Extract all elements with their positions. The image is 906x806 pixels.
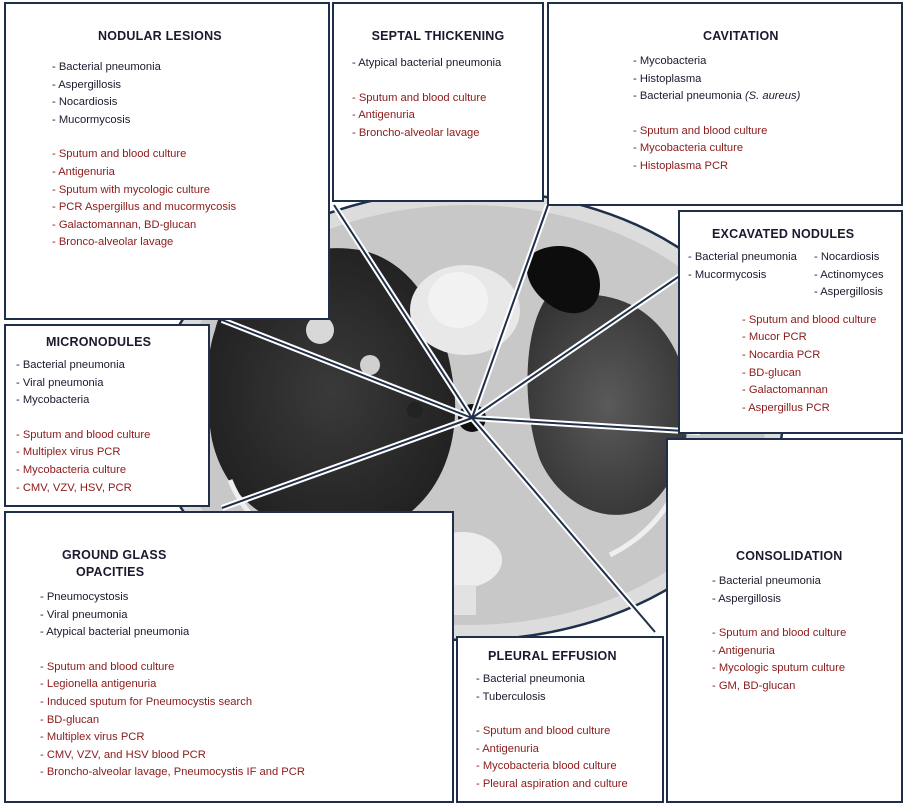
diagnosis-item: Tuberculosis: [476, 689, 662, 707]
test-item: Multiplex virus PCR: [16, 444, 208, 462]
test-item: Mycobacteria culture: [16, 462, 208, 480]
test-item: Broncho-alveolar lavage: [352, 125, 542, 143]
panel-title-line: GROUND GLASS: [62, 548, 167, 562]
test-item: Antigenuria: [52, 164, 328, 182]
test-item: Antigenuria: [352, 107, 542, 125]
test-item: Sputum and blood culture: [40, 659, 452, 677]
test-item: GM, BD-glucan: [712, 678, 901, 696]
test-item: Aspergillus PCR: [742, 400, 901, 418]
test-item: Mycologic sputum culture: [712, 660, 901, 678]
diagnosis-item: Pneumocystosis: [40, 589, 452, 607]
test-item: CMV, VZV, and HSV blood PCR: [40, 747, 452, 765]
diagnosis-item: Aspergillosis: [52, 77, 328, 95]
diagnosis-list: Bacterial pneumonia Viral pneumonia Myco…: [16, 357, 208, 410]
test-item: Broncho-alveolar lavage, Pneumocystis IF…: [40, 764, 452, 782]
diagnosis-item: Nocardiosis: [814, 249, 884, 267]
panel-consolidation: CONSOLIDATION Bacterial pneumonia Asperg…: [666, 438, 903, 803]
test-item: Bronco-alveolar lavage: [52, 234, 328, 252]
test-list: Sputum and blood culture Mucor PCR Nocar…: [742, 312, 901, 418]
diagnosis-item: Aspergillosis: [712, 591, 901, 609]
test-item: BD-glucan: [742, 365, 901, 383]
diagnosis-item: Bacterial pneumonia: [688, 249, 814, 267]
test-list: Sputum and blood culture Antigenuria Myc…: [476, 723, 662, 793]
diagnosis-list: Atypical bacterial pneumonia: [352, 55, 542, 73]
test-list: Sputum and blood culture Antigenuria Bro…: [352, 90, 542, 143]
test-item: Induced sputum for Pneumocystis search: [40, 694, 452, 712]
test-item: Sputum and blood culture: [712, 625, 901, 643]
test-item: Nocardia PCR: [742, 347, 901, 365]
test-item: Sputum with mycologic culture: [52, 182, 328, 200]
test-list: Sputum and blood culture Legionella anti…: [40, 659, 452, 782]
diagnosis-item: Aspergillosis: [814, 284, 884, 302]
cavity: [526, 246, 600, 314]
diagnosis-item: Atypical bacterial pneumonia: [352, 55, 542, 73]
test-list: Sputum and blood culture Mycobacteria cu…: [633, 123, 901, 176]
panel-title: SEPTAL THICKENING: [371, 29, 505, 43]
diagnosis-item: Bacterial pneumonia: [16, 357, 208, 375]
diagnosis-list: Bacterial pneumonia Aspergillosis Nocard…: [52, 59, 328, 129]
test-item: Sputum and blood culture: [352, 90, 542, 108]
organism-name: (S. aureus): [744, 90, 801, 103]
panel-title-line: OPACITIES: [76, 565, 145, 579]
diagnosis-list-right: Nocardiosis Actinomyces Aspergillosis: [814, 249, 884, 302]
panel-pleural-effusion: PLEURAL EFFUSION Bacterial pneumonia Tub…: [456, 636, 664, 803]
panel-title: NODULAR LESIONS: [98, 29, 222, 43]
panel-excavated-nodules: EXCAVATED NODULES Bacterial pneumonia Mu…: [678, 210, 903, 434]
diagnosis-list: Mycobacteria Histoplasma Bacterial pneum…: [633, 53, 901, 106]
panel-septal-thickening: SEPTAL THICKENING Atypical bacterial pne…: [332, 2, 544, 202]
panel-title: CONSOLIDATION: [736, 549, 843, 563]
test-item: Sputum and blood culture: [16, 427, 208, 445]
test-item: Mucor PCR: [742, 329, 901, 347]
test-item: Legionella antigenuria: [40, 676, 452, 694]
test-item: Mycobacteria culture: [633, 140, 901, 158]
test-item: BD-glucan: [40, 712, 452, 730]
diagnosis-item: Histoplasma: [633, 71, 901, 89]
diagnosis-item: Bacterial pneumonia: [476, 671, 662, 689]
panel-title: PLEURAL EFFUSION: [488, 649, 617, 663]
diagnosis-list: Bacterial pneumonia Tuberculosis: [476, 671, 662, 706]
test-item: Multiplex virus PCR: [40, 729, 452, 747]
panel-ground-glass-opacities: GROUND GLASS OPACITIES Pneumocystosis Vi…: [4, 511, 454, 803]
diagnosis-name: Bacterial pneumonia: [639, 90, 742, 103]
test-item: PCR Aspergillus and mucormycosis: [52, 199, 328, 217]
diagnosis-item: Nocardiosis: [52, 94, 328, 112]
diagnosis-item: Atypical bacterial pneumonia: [40, 624, 452, 642]
diagnosis-item: Mycobacteria: [633, 53, 901, 71]
test-item: Sputum and blood culture: [742, 312, 901, 330]
diagnosis-item: Bacterial pneumonia (S. aureus): [633, 88, 901, 106]
panel-title: GROUND GLASS OPACITIES: [62, 547, 452, 581]
test-item: Pleural aspiration and culture: [476, 776, 662, 794]
test-item: Galactomannan, BD-glucan: [52, 217, 328, 235]
test-item: Sputum and blood culture: [476, 723, 662, 741]
test-list: Sputum and blood culture Multiplex virus…: [16, 427, 208, 497]
panel-nodular-lesions: NODULAR LESIONS Bacterial pneumonia Aspe…: [4, 2, 330, 320]
panel-cavitation: CAVITATION Mycobacteria Histoplasma Bact…: [547, 2, 903, 206]
diagnosis-list: Bacterial pneumonia Aspergillosis: [712, 573, 901, 608]
diagnosis-item: Mucormycosis: [688, 267, 814, 285]
diagnosis-item: Mucormycosis: [52, 112, 328, 130]
panel-title: MICRONODULES: [46, 335, 152, 349]
test-item: Sputum and blood culture: [633, 123, 901, 141]
test-item: Sputum and blood culture: [52, 146, 328, 164]
test-list: Sputum and blood culture Antigenuria Myc…: [712, 625, 901, 695]
panel-micronodules: MICRONODULES Bacterial pneumonia Viral p…: [4, 324, 210, 507]
diagnosis-item: Bacterial pneumonia: [712, 573, 901, 591]
diagnosis-item: Viral pneumonia: [16, 375, 208, 393]
test-item: Mycobacteria blood culture: [476, 758, 662, 776]
diagnosis-list: Pneumocystosis Viral pneumonia Atypical …: [40, 589, 452, 642]
diagnosis-item: Bacterial pneumonia: [52, 59, 328, 77]
diagnosis-item: Viral pneumonia: [40, 607, 452, 625]
test-item: CMV, VZV, HSV, PCR: [16, 480, 208, 498]
test-item: Histoplasma PCR: [633, 158, 901, 176]
test-item: Antigenuria: [712, 643, 901, 661]
diagnosis-list-left: Bacterial pneumonia Mucormycosis: [688, 249, 814, 302]
diagnosis-item: Actinomyces: [814, 267, 883, 285]
panel-title: EXCAVATED NODULES: [712, 227, 855, 241]
test-item: Galactomannan: [742, 382, 901, 400]
panel-title: CAVITATION: [703, 29, 779, 43]
test-list: Sputum and blood culture Antigenuria Spu…: [52, 146, 328, 252]
diagnosis-item: Mycobacteria: [16, 392, 208, 410]
test-item: Antigenuria: [476, 741, 662, 759]
